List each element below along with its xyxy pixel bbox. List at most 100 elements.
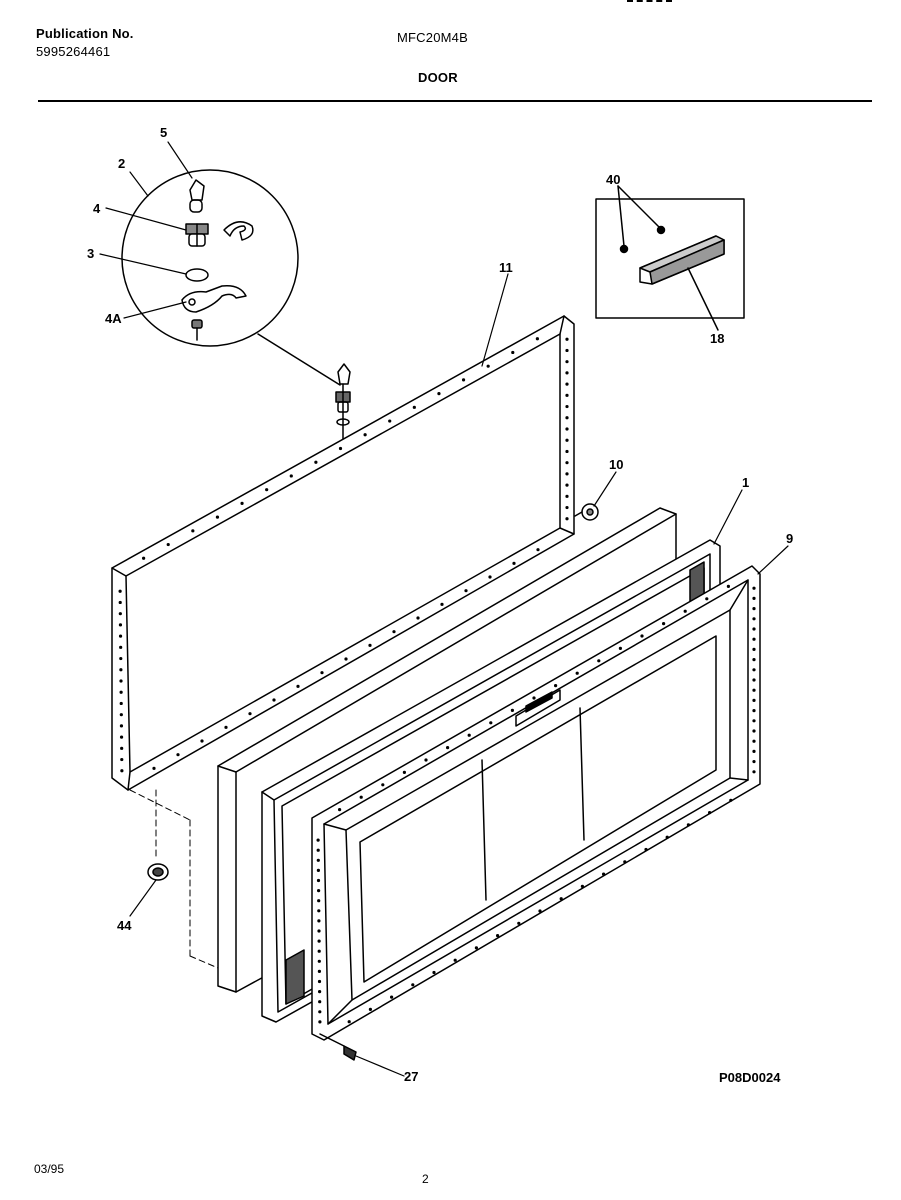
hinge-pin-icon <box>189 179 205 213</box>
footer-date: 03/95 <box>34 1162 65 1176</box>
plug-icon <box>574 503 599 521</box>
fastener-dot <box>464 589 468 593</box>
fastener-dot <box>752 770 756 774</box>
fastener-dot <box>338 808 342 812</box>
fastener-dot <box>272 698 276 702</box>
fastener-dot <box>565 348 569 353</box>
fastener-dot <box>726 584 731 589</box>
fastener-dot <box>432 970 436 975</box>
fastener-dot <box>411 983 415 987</box>
fastener-dot <box>565 371 569 375</box>
fastener-dot <box>565 483 569 487</box>
fastener-dot <box>752 749 756 754</box>
fastener-dot <box>119 724 124 728</box>
fastener-dot <box>565 505 569 510</box>
fastener-dot <box>565 337 569 341</box>
inset-box <box>595 198 745 319</box>
fastener-dot <box>316 838 320 842</box>
fastener-dot <box>752 668 756 672</box>
fastener-dot <box>317 889 321 893</box>
fastener-dot <box>565 416 569 420</box>
fastener-dot <box>119 735 124 739</box>
fastener-dot <box>565 382 569 386</box>
fastener-dot <box>565 494 569 498</box>
fastener-dot <box>705 597 709 601</box>
fastener-dot <box>363 433 367 437</box>
callout-4: 4 <box>93 201 101 216</box>
callout-10: 10 <box>609 457 623 472</box>
header-rule <box>38 100 872 102</box>
fastener-dot <box>575 671 579 675</box>
fastener-dot <box>511 350 515 355</box>
fastener-dot <box>446 746 450 750</box>
fastener-dot <box>338 446 343 451</box>
fastener-dot <box>317 929 321 933</box>
top-edge-mark <box>627 0 672 6</box>
fastener-dot <box>119 690 123 694</box>
callout-2: 2 <box>118 156 125 171</box>
liner-screw-icon <box>319 1033 357 1061</box>
fastener-dot <box>618 646 623 651</box>
fastener-dot <box>317 939 321 943</box>
publication-label: Publication No. <box>36 26 134 41</box>
fastener-dot <box>296 684 300 688</box>
fastener-dot <box>535 337 539 341</box>
fastener-dot <box>191 529 195 533</box>
fastener-dot <box>118 600 122 605</box>
fastener-dot <box>565 517 569 521</box>
fastener-dot <box>200 739 204 743</box>
fastener-dot <box>565 404 569 409</box>
liner-fastener-dots <box>316 584 756 1024</box>
fastener-dot <box>532 696 536 700</box>
fastener-dot <box>118 589 122 593</box>
fastener-dot <box>752 709 756 713</box>
fastener-dot <box>120 746 124 750</box>
fastener-dot <box>317 909 321 913</box>
fastener-dot <box>623 860 627 864</box>
fastener-dot <box>317 959 321 963</box>
fastener-dot <box>565 360 569 364</box>
fastener-dot <box>752 729 756 733</box>
fastener-dot <box>224 725 228 729</box>
callout-9: 9 <box>786 531 793 546</box>
fastener-dot <box>580 884 585 889</box>
fastener-dot <box>729 798 733 802</box>
callout-44: 44 <box>117 918 132 933</box>
fastener-dot <box>708 811 712 815</box>
door-gasket <box>111 315 575 791</box>
publication-number: 5995264461 <box>36 44 111 59</box>
fastener-dot <box>248 712 252 716</box>
fastener-dot <box>486 364 490 368</box>
fastener-dot <box>118 634 123 638</box>
detail-leader <box>257 333 341 386</box>
callout-4a: 4A <box>105 311 122 326</box>
fastener-dot <box>683 609 687 613</box>
fastener-dot <box>316 858 320 862</box>
fastener-dot <box>752 658 756 662</box>
fastener-dot <box>316 848 320 852</box>
fastener-dot <box>752 688 756 692</box>
fastener-dot <box>752 586 756 590</box>
fastener-dot <box>317 949 321 953</box>
fastener-dot <box>118 623 123 627</box>
fastener-dot <box>119 701 123 706</box>
hinge-bracket-icon <box>181 284 247 313</box>
fastener-dot <box>536 548 540 552</box>
fastener-dot <box>752 760 756 764</box>
fastener-dot <box>496 934 500 938</box>
fastener-dot <box>489 721 493 725</box>
fastener-dot <box>440 602 444 606</box>
alignment-lines <box>129 789 219 969</box>
fastener-dot <box>381 783 385 787</box>
fastener-dot <box>602 872 606 876</box>
fastener-dot <box>752 637 756 641</box>
callout-5: 5 <box>160 125 167 140</box>
fastener-dot <box>752 698 756 703</box>
fastener-dot <box>752 596 756 601</box>
fastener-dot <box>752 647 756 652</box>
fastener-dot <box>316 868 320 873</box>
fastener-dot <box>453 958 457 962</box>
fastener-dot <box>289 474 293 478</box>
bracket-hole <box>188 298 196 306</box>
fastener-dot <box>166 542 170 547</box>
